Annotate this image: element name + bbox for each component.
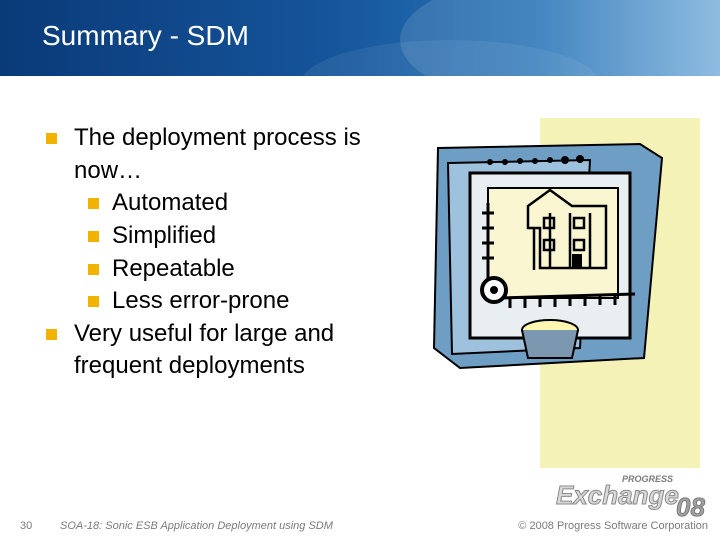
logo-name: Exchange — [556, 480, 679, 510]
bullet-text: Very useful for large and frequent deplo… — [74, 319, 335, 380]
bullet-marker — [46, 328, 57, 340]
sub-bullet-item: Simplified — [46, 220, 426, 253]
bullet-item: Very useful for large and frequent deplo… — [46, 318, 426, 383]
slide-title: Summary - SDM — [42, 20, 249, 51]
sub-bullet-item: Repeatable — [46, 253, 426, 286]
bullet-item: The deployment process is now… — [46, 122, 426, 187]
bullet-text: Less error-prone — [112, 287, 290, 315]
progress-exchange-logo: PROGRESS Exchange 08 — [548, 470, 718, 522]
logo-year: 08 — [676, 492, 705, 520]
bullet-marker — [88, 296, 99, 308]
bullet-list: The deployment process is now… Automated… — [46, 122, 426, 383]
logo-graphic: PROGRESS Exchange 08 — [556, 474, 706, 522]
bullet-text: The deployment process is now… — [74, 124, 361, 184]
bullet-text: Automated — [112, 189, 229, 217]
bullet-marker — [88, 230, 99, 242]
logo-brand: PROGRESS — [622, 474, 673, 484]
bullet-text: Repeatable — [112, 254, 235, 282]
header-decoration — [400, 0, 720, 76]
slide-header: Summary - SDM — [0, 0, 720, 76]
copyright: © 2008 Progress Software Corporation — [518, 520, 708, 532]
sub-bullet-item: Automated — [46, 187, 426, 220]
blueprint-clipart — [432, 118, 700, 468]
bullet-marker — [88, 198, 99, 210]
page-number: 30 — [20, 520, 33, 532]
sub-bullet-item: Less error-prone — [46, 285, 426, 318]
bullet-marker — [88, 263, 99, 275]
bullet-marker — [46, 133, 57, 144]
session-title: SOA-18: Sonic ESB Application Deployment… — [60, 520, 333, 532]
bullet-text: Simplified — [112, 221, 217, 249]
